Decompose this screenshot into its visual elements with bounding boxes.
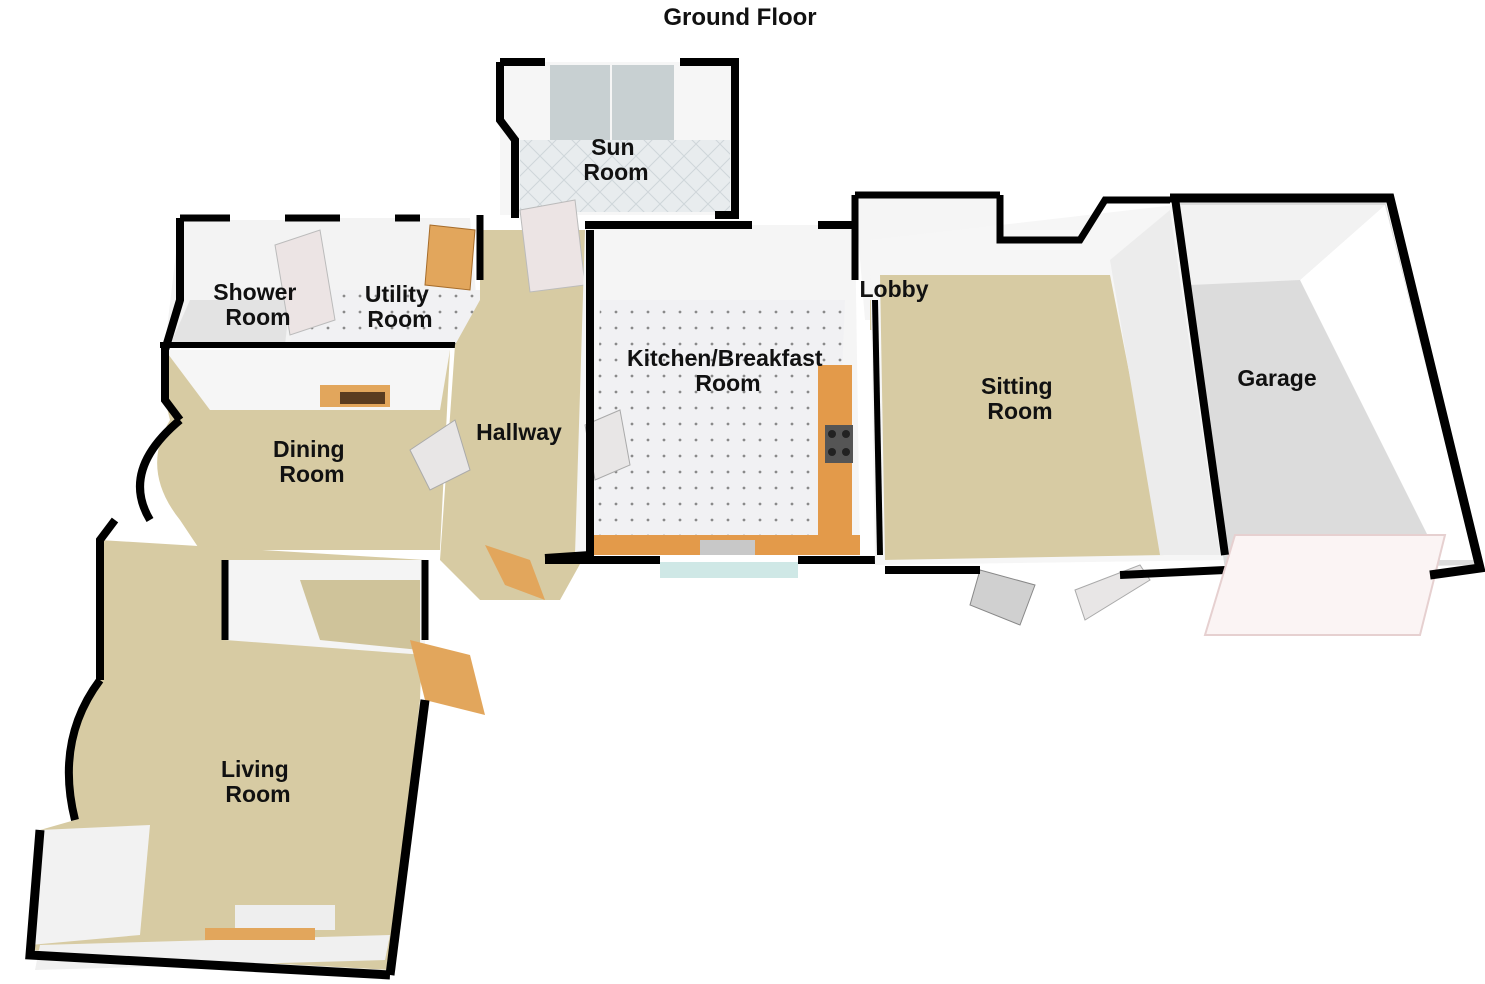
dining-room — [136, 342, 455, 550]
label-garage: Garage — [1237, 365, 1316, 391]
label-lobby: Lobby — [860, 276, 929, 302]
living-room — [25, 517, 485, 980]
label-living-room: Living Room — [221, 756, 295, 807]
hallway — [409, 199, 586, 600]
room-labels: Sun Room Shower Room Utility Room Kitche… — [213, 134, 1316, 807]
sitting-room — [870, 195, 1230, 626]
plan-title: Ground Floor — [663, 4, 816, 31]
shower-room — [161, 214, 290, 352]
kitchen-room — [544, 221, 895, 578]
label-shower-room: Shower Room — [213, 279, 302, 330]
garage — [1170, 193, 1485, 636]
label-kitchen: Kitchen/Breakfast Room — [627, 345, 829, 396]
label-sun-room: Sun Room — [583, 134, 648, 185]
utility-room — [274, 214, 490, 345]
label-sitting-room: Sitting Room — [981, 373, 1059, 424]
label-utility-room: Utility Room — [365, 281, 435, 332]
sun-room — [496, 58, 739, 219]
label-hallway: Hallway — [476, 419, 562, 445]
label-dining-room: Dining Room — [273, 436, 351, 487]
